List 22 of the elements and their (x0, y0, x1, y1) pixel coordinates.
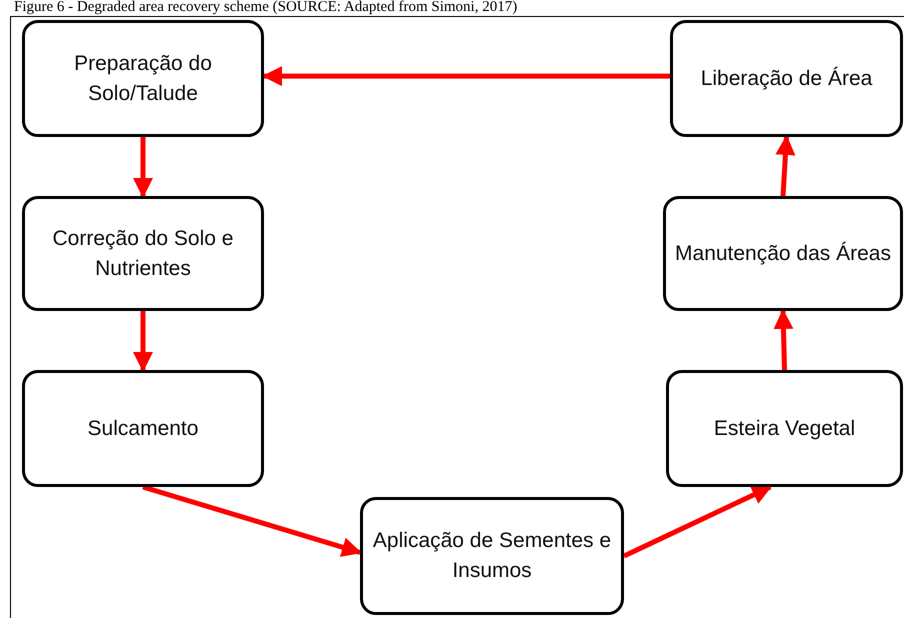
process-box (666, 370, 903, 487)
process-box (22, 196, 264, 311)
arrow (142, 484, 362, 557)
box-label: Liberação de Área (700, 66, 872, 92)
process-box (22, 20, 264, 137)
arrow (775, 135, 796, 196)
process-box (22, 370, 264, 487)
arrow (133, 137, 153, 198)
arrow (262, 66, 670, 86)
process-box (663, 196, 903, 311)
box-label: Preparação do Solo/Talude (73, 50, 213, 106)
box-label: Aplicação de Sementes e Insumos (372, 528, 612, 584)
arrow (622, 484, 772, 558)
process-box (360, 497, 624, 615)
arrow (773, 309, 794, 370)
arrow (133, 311, 153, 372)
box-label: Sulcamento (88, 416, 198, 442)
box-label: Manutenção das Áreas (675, 240, 891, 266)
process-box (670, 20, 903, 137)
figure-title: Figure 6 - Degraded area recovery scheme (SOURCE: Adapted from Simoni, 2017) (14, 0, 518, 15)
box-label: Esteira Vegetal (714, 416, 856, 442)
box-label: Correção do Solo e Nutrientes (52, 226, 234, 282)
